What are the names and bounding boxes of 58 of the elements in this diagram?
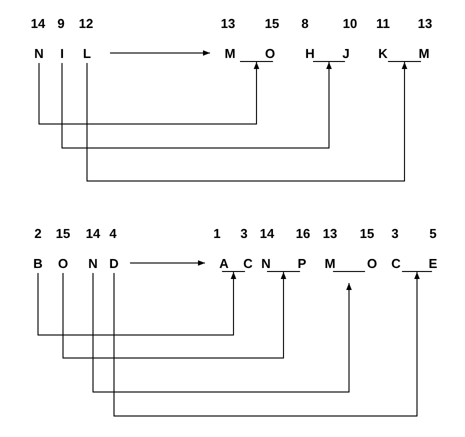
position-number: 5 [429, 226, 437, 241]
position-number: 16 [296, 226, 310, 241]
position-number: 12 [78, 16, 94, 31]
letter: E [428, 256, 438, 271]
position-number: 4 [109, 226, 117, 241]
letter: M [324, 256, 336, 271]
underline-bar [267, 271, 300, 272]
position-number: 8 [301, 16, 309, 31]
letter: A [219, 256, 229, 271]
letter: N [88, 256, 98, 271]
position-number: 13 [220, 16, 236, 31]
underline-bar [388, 61, 421, 62]
connector-arrow [130, 260, 206, 266]
underline-bar [402, 271, 432, 272]
connector-arrow [92, 272, 352, 392]
letter: P [298, 256, 306, 271]
position-number: 15 [360, 226, 374, 241]
letter: O [366, 256, 378, 271]
underline-bar [333, 271, 365, 272]
position-number: 9 [57, 16, 65, 31]
letter: D [109, 256, 119, 271]
letter: N [261, 256, 271, 271]
position-number: 14 [260, 226, 274, 241]
letter: C [391, 256, 401, 271]
underline-bar [313, 61, 345, 62]
connector-arrow [110, 50, 210, 56]
connector-arrow [86, 62, 408, 182]
letter: H [305, 46, 315, 61]
position-number: 1 [213, 226, 221, 241]
position-number: 13 [418, 16, 432, 31]
connector-arrow [38, 272, 236, 336]
underline-bar [222, 271, 245, 272]
position-number: 10 [342, 16, 358, 31]
letter: C [243, 256, 253, 271]
position-number: 15 [264, 16, 280, 31]
connector-arrow [38, 62, 260, 124]
position-number: 11 [376, 16, 390, 31]
letter: J [342, 46, 350, 61]
position-number: 14 [86, 226, 100, 241]
connector-arrow [114, 272, 420, 416]
position-number: 3 [240, 226, 248, 241]
letter: I [60, 46, 64, 61]
position-number: 3 [391, 226, 399, 241]
connector-arrow [62, 62, 332, 148]
position-number: 2 [34, 226, 42, 241]
position-number: 13 [322, 226, 338, 241]
position-number: 14 [30, 16, 46, 31]
letter: M [418, 46, 430, 61]
underline-bar [240, 61, 273, 62]
letter: O [58, 256, 68, 271]
letter: N [34, 46, 44, 61]
letter: O [264, 46, 276, 61]
letter: M [224, 46, 236, 61]
letter: L [83, 46, 91, 61]
position-number: 15 [56, 226, 70, 241]
letter: B [33, 256, 43, 271]
connector-arrow [62, 272, 286, 358]
letter: K [378, 46, 388, 61]
